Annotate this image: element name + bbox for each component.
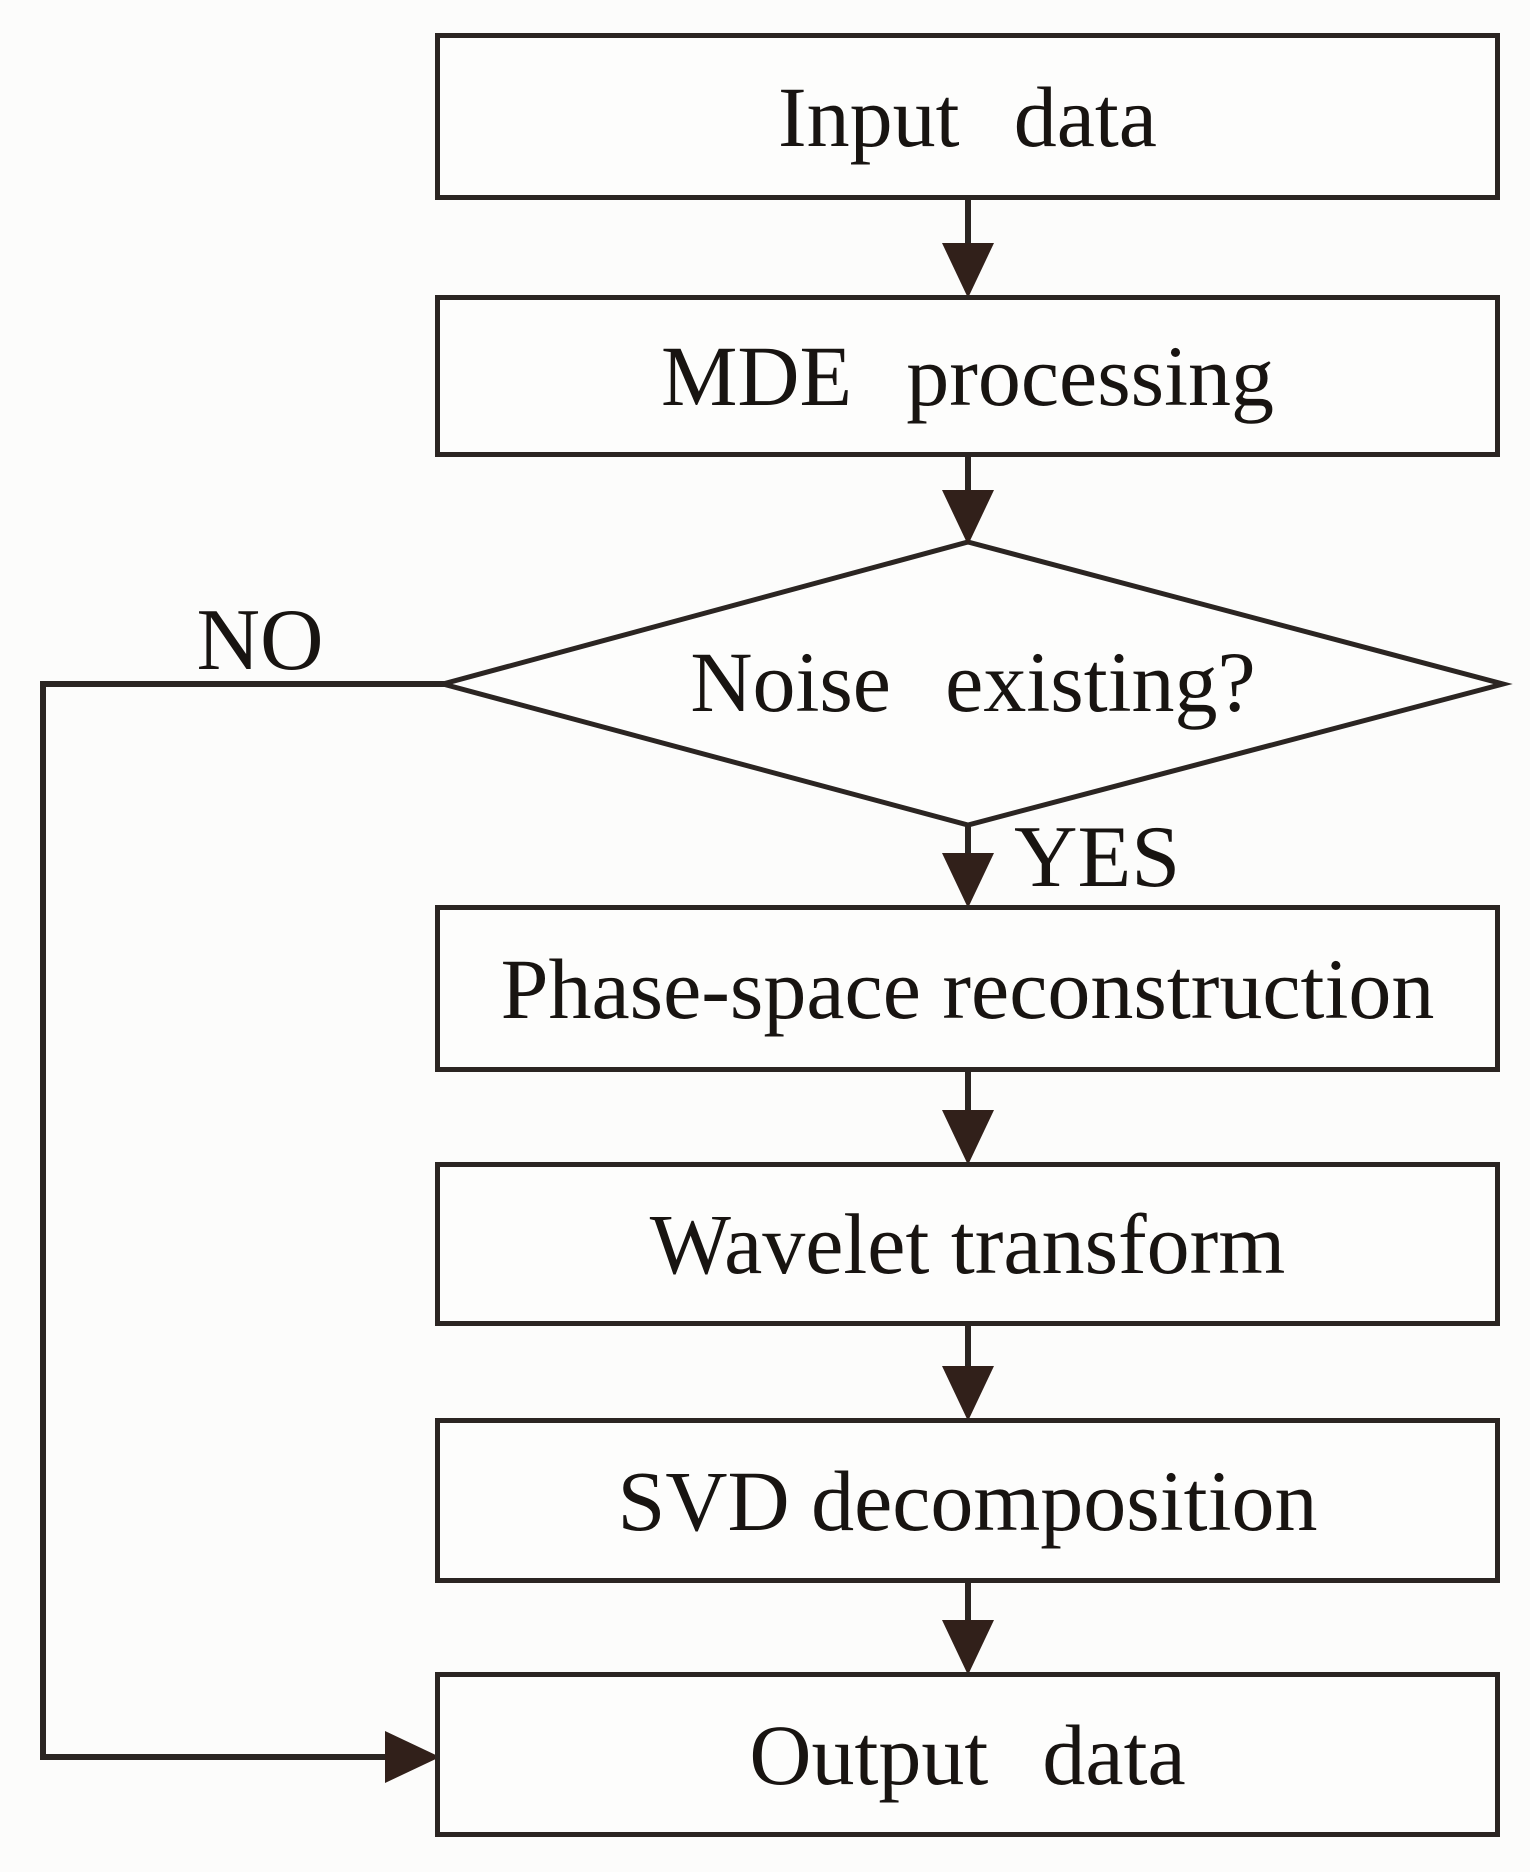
node-label-mde-processing: MDE processing (660, 328, 1275, 424)
arrowhead-into-mde (942, 243, 994, 298)
edge-noise-to-output-no-line (40, 681, 448, 1760)
edge-label-no: NO (148, 596, 372, 686)
arrowhead-into-wavelet (942, 1110, 994, 1165)
arrowhead-into-svd (942, 1366, 994, 1421)
node-label-phase-space-reconstruction: Phase-space reconstruction (500, 940, 1435, 1037)
flowchart-node-output-data: Output data (435, 1672, 1500, 1837)
arrowhead-into-output-top (942, 1620, 994, 1675)
arrowhead-into-diamond (942, 490, 994, 545)
arrowhead-into-output-left (385, 1731, 440, 1783)
edge-label-yes: YES (1014, 813, 1180, 903)
flowchart-node-wavelet-transform: Wavelet transform (435, 1162, 1500, 1326)
node-label-noise-existing: Noise existing? (690, 634, 1256, 730)
yes-branch-label: YES (1014, 809, 1181, 906)
node-label-wavelet-transform: Wavelet transform (649, 1196, 1286, 1292)
flowchart-node-svd-decomposition: SVD decomposition (435, 1418, 1500, 1583)
flowchart-node-input-data: Input data (435, 33, 1500, 200)
flowchart-node-phase-space-reconstruction: Phase-space reconstruction (435, 905, 1500, 1072)
flowchart-node-mde-processing: MDE processing (435, 295, 1500, 457)
node-label-svd-decomposition: SVD decomposition (617, 1452, 1318, 1549)
arrowhead-into-phase (942, 853, 994, 908)
node-label-input-data: Input data (778, 68, 1157, 165)
no-branch-label: NO (196, 592, 324, 689)
node-label-output-data: Output data (749, 1706, 1186, 1803)
flowchart-node-noise-existing-label: Noise existing? (443, 637, 1503, 727)
